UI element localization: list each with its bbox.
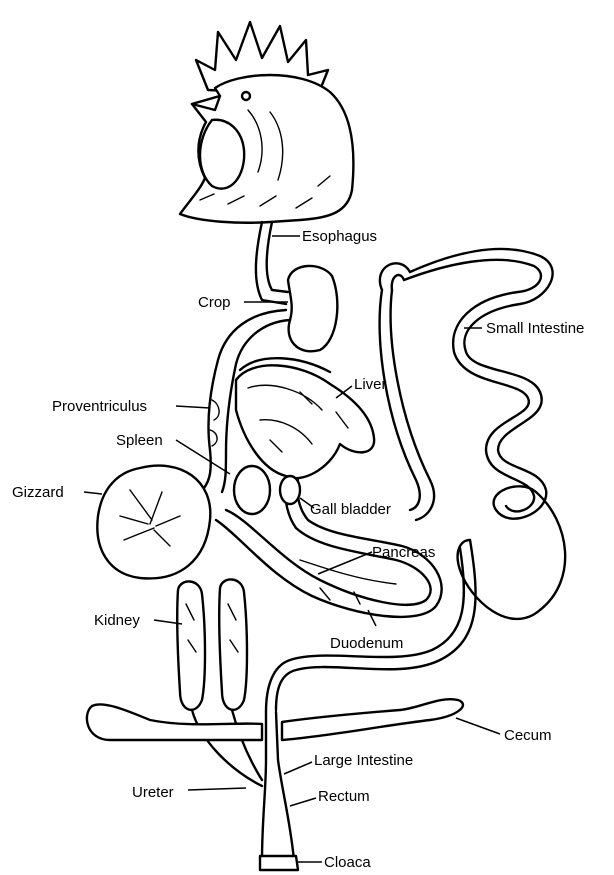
label-proventriculus: Proventriculus [52, 398, 147, 415]
eye [242, 92, 250, 100]
label-gizzard: Gizzard [12, 484, 64, 501]
leader-gizzard [84, 492, 102, 494]
label-spleen: Spleen [116, 432, 163, 449]
label-esophagus: Esophagus [302, 228, 377, 245]
leader-spleen [176, 440, 230, 474]
leader-large-intestine [284, 762, 312, 774]
label-duodenum: Duodenum [330, 635, 403, 652]
label-small-intestine: Small Intestine [486, 320, 584, 337]
ureter-left [192, 710, 262, 786]
leader-pancreas [318, 552, 372, 574]
gall-bladder [280, 476, 300, 504]
label-cecum: Cecum [504, 727, 552, 744]
spleen [234, 466, 270, 514]
leader-duodenum [368, 610, 376, 626]
leader-ureter [188, 788, 246, 790]
label-crop: Crop [198, 294, 231, 311]
label-ureter: Ureter [132, 784, 174, 801]
rooster-head [180, 22, 353, 223]
leader-proventriculus [176, 406, 210, 408]
leader-cecum [456, 718, 500, 734]
cloaca [260, 856, 298, 870]
wattle [200, 120, 244, 189]
label-gall-bladder: Gall bladder [310, 501, 391, 518]
label-liver: Liver [354, 376, 387, 393]
gizzard [97, 466, 210, 579]
label-kidney: Kidney [94, 612, 140, 629]
label-large-intestine: Large Intestine [314, 752, 413, 769]
leader-rectum [290, 798, 316, 806]
label-rectum: Rectum [318, 788, 370, 805]
label-cloaca: Cloaca [324, 854, 371, 871]
crop [288, 266, 337, 351]
label-pancreas: Pancreas [372, 544, 435, 561]
esophagus [256, 222, 288, 304]
kidneys [177, 579, 262, 786]
